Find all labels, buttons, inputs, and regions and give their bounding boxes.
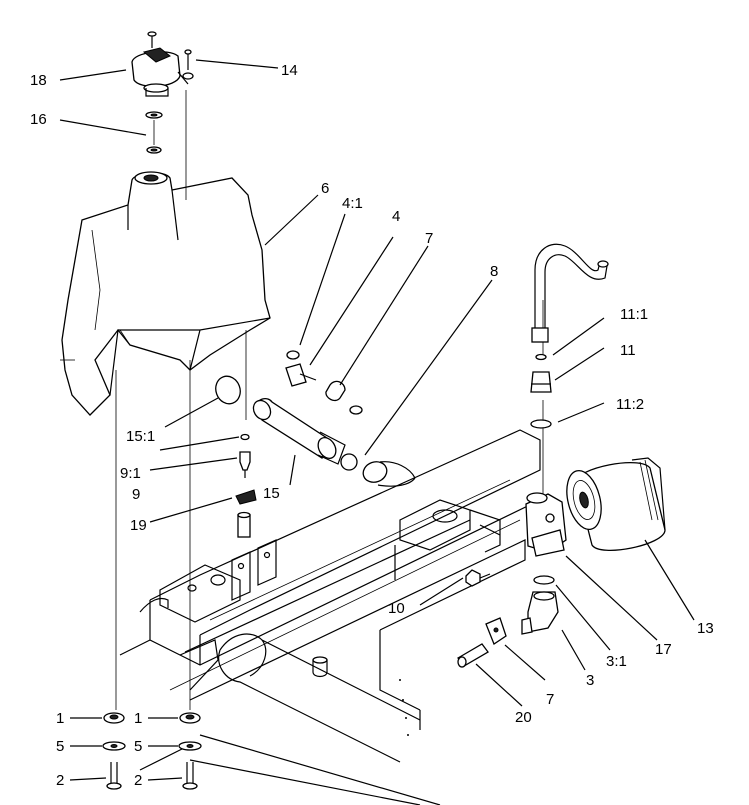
callout-5-left: 5 bbox=[56, 738, 64, 755]
callout-9: 9 bbox=[132, 486, 140, 503]
callout-11: 11 bbox=[620, 342, 636, 359]
callout-2-right: 2 bbox=[134, 772, 142, 789]
callout-17: 17 bbox=[655, 641, 672, 658]
callout-15-1: 15:1 bbox=[126, 428, 155, 445]
leader-lines bbox=[59, 59, 695, 781]
callout-11-2: 11:2 bbox=[616, 396, 644, 413]
callout-15: 15 bbox=[263, 485, 280, 502]
callout-1-left: 1 bbox=[56, 710, 64, 727]
callout-20: 20 bbox=[515, 709, 532, 726]
frame-rail bbox=[119, 429, 541, 805]
callout-14: 14 bbox=[281, 62, 298, 79]
mounting-hardware bbox=[102, 712, 202, 790]
callout-1-right: 1 bbox=[134, 710, 142, 727]
callout-16: 16 bbox=[30, 111, 47, 128]
callout-6: 6 bbox=[321, 180, 329, 197]
callout-5-right: 5 bbox=[134, 738, 142, 755]
fuel-cap-assembly bbox=[131, 31, 194, 154]
center-lines bbox=[115, 90, 544, 710]
callout-18: 18 bbox=[30, 72, 47, 89]
callout-3: 3 bbox=[586, 672, 594, 689]
callout-4-1: 4:1 bbox=[342, 195, 363, 212]
callout-3-1: 3:1 bbox=[606, 653, 627, 670]
callout-2-left: 2 bbox=[56, 772, 64, 789]
callout-13: 13 bbox=[697, 620, 714, 637]
callout-labels: 18 16 14 6 4:1 4 7 8 11:1 11 11:2 15:1 9… bbox=[30, 62, 714, 789]
callout-11-1: 11:1 bbox=[620, 306, 648, 323]
oil-filter-assembly bbox=[457, 243, 666, 668]
callout-9-1: 9:1 bbox=[120, 465, 141, 482]
callout-7-upper: 7 bbox=[425, 230, 433, 247]
fuel-filter-parts bbox=[215, 350, 416, 538]
callout-7-lower: 7 bbox=[546, 691, 554, 708]
callout-4: 4 bbox=[392, 208, 400, 225]
callout-8: 8 bbox=[490, 263, 498, 280]
callout-10: 10 bbox=[388, 600, 405, 617]
fuel-tank bbox=[60, 171, 271, 416]
callout-19: 19 bbox=[130, 517, 147, 534]
